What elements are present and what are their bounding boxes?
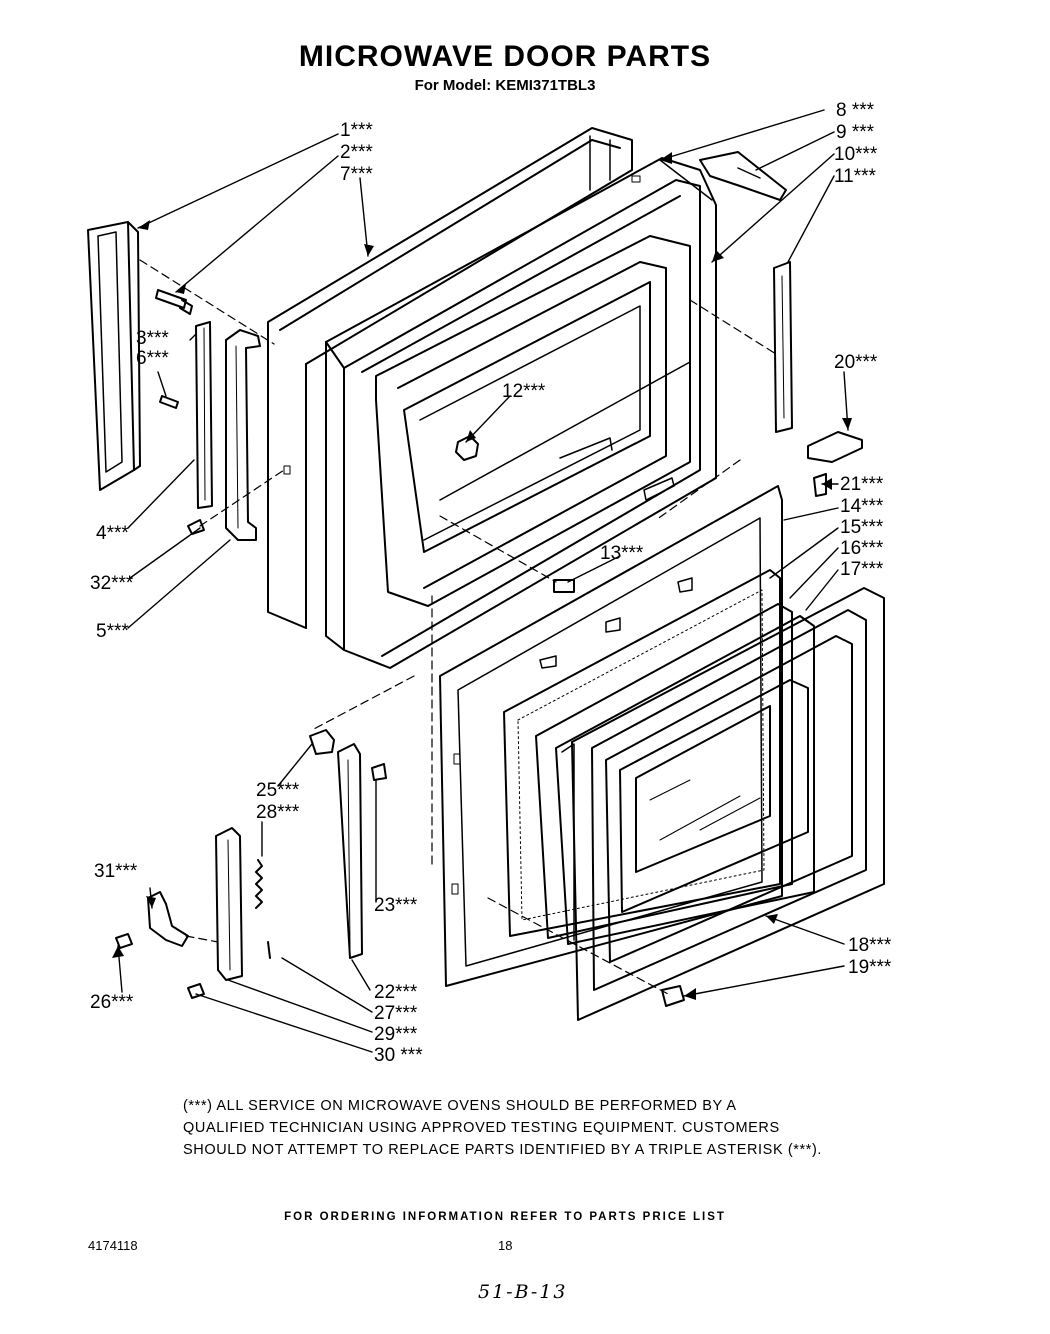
ordering-info: FOR ORDERING INFORMATION REFER TO PARTS … xyxy=(284,1211,726,1223)
callout-25: 25*** xyxy=(256,780,300,801)
callout-17: 17*** xyxy=(840,559,884,580)
part-16-seal xyxy=(535,603,793,939)
part-25-latch-block xyxy=(309,729,335,755)
callout-10: 10*** xyxy=(834,144,878,165)
callout-13: 13*** xyxy=(600,543,644,564)
callout-19: 19*** xyxy=(848,957,892,978)
note-line-2: QUALIFIED TECHNICIAN USING APPROVED TEST… xyxy=(183,1120,780,1136)
callout-21: 21*** xyxy=(840,474,884,495)
part-4-rail xyxy=(195,321,213,509)
callout-3: 3*** xyxy=(136,328,169,349)
page-number: 18 xyxy=(498,1238,513,1253)
callout-9: 9 *** xyxy=(836,122,875,143)
note-line-1: (***) ALL SERVICE ON MICROWAVE OVENS SHO… xyxy=(183,1098,737,1114)
part-15-panel xyxy=(503,569,781,937)
callout-29: 29*** xyxy=(374,1024,418,1045)
inner-window-frame xyxy=(375,235,691,607)
part-27-latch-lever xyxy=(215,827,243,981)
part-30-screw xyxy=(187,983,205,999)
leader-lines xyxy=(117,109,849,1053)
part-18-door-front xyxy=(571,587,885,1021)
callout-1: 1*** xyxy=(340,120,373,141)
alignment-lines xyxy=(139,259,777,995)
part-10-door-frame xyxy=(325,157,717,669)
part-20-bracket xyxy=(807,431,863,497)
callout-15: 15*** xyxy=(840,517,884,538)
callout-32: 32*** xyxy=(90,573,134,594)
part-19-screw xyxy=(661,985,685,1007)
part-13-screw xyxy=(553,579,575,593)
callout-18: 18*** xyxy=(848,935,892,956)
callout-22: 22*** xyxy=(374,982,418,1003)
note-line-3: SHOULD NOT ATTEMPT TO REPLACE PARTS IDEN… xyxy=(183,1142,823,1158)
callout-26: 26*** xyxy=(90,992,134,1013)
arrowheads xyxy=(112,152,852,1000)
part-29-pin xyxy=(267,941,271,959)
callout-12: 12*** xyxy=(502,381,546,402)
part-26-screw xyxy=(115,933,133,949)
model-subtitle: For Model: KEMI371TBL3 xyxy=(414,77,596,94)
callout-4: 4*** xyxy=(96,523,129,544)
callout-31: 31*** xyxy=(94,861,138,882)
part-5-handle xyxy=(225,329,261,541)
service-warning-note: (***) ALL SERVICE ON MICROWAVE OVENS SHO… xyxy=(183,1095,883,1161)
callout-27: 27*** xyxy=(374,1003,418,1024)
part-14-choke-cover xyxy=(439,485,783,987)
document-number: 4174118 xyxy=(88,1238,138,1253)
callout-2: 2*** xyxy=(340,142,373,163)
callout-28: 28*** xyxy=(256,802,300,823)
part-7-outer-frame xyxy=(267,127,633,629)
page-title: MICROWAVE DOOR PARTS xyxy=(298,40,712,73)
handwritten-mark: 51-B-13 xyxy=(478,1281,568,1303)
callout-20: 20*** xyxy=(834,352,878,373)
callout-30: 30 *** xyxy=(374,1045,423,1066)
callout-6: 6*** xyxy=(136,348,169,369)
callout-14: 14*** xyxy=(840,496,884,517)
callout-5: 5*** xyxy=(96,621,129,642)
callout-7: 7*** xyxy=(340,164,373,185)
part-1-trim-strip xyxy=(87,221,141,491)
part-17-glass-frame xyxy=(555,615,815,945)
callout-23: 23*** xyxy=(374,895,418,916)
part-11-plate xyxy=(773,261,793,433)
screw-parts xyxy=(155,289,205,535)
callout-16: 16*** xyxy=(840,538,884,559)
part-28-spring xyxy=(255,859,263,909)
callout-11: 11*** xyxy=(834,166,876,187)
part-9-hinge-bracket xyxy=(699,151,787,201)
callout-8: 8 *** xyxy=(836,100,875,121)
part-22-latch-rail xyxy=(337,743,387,959)
